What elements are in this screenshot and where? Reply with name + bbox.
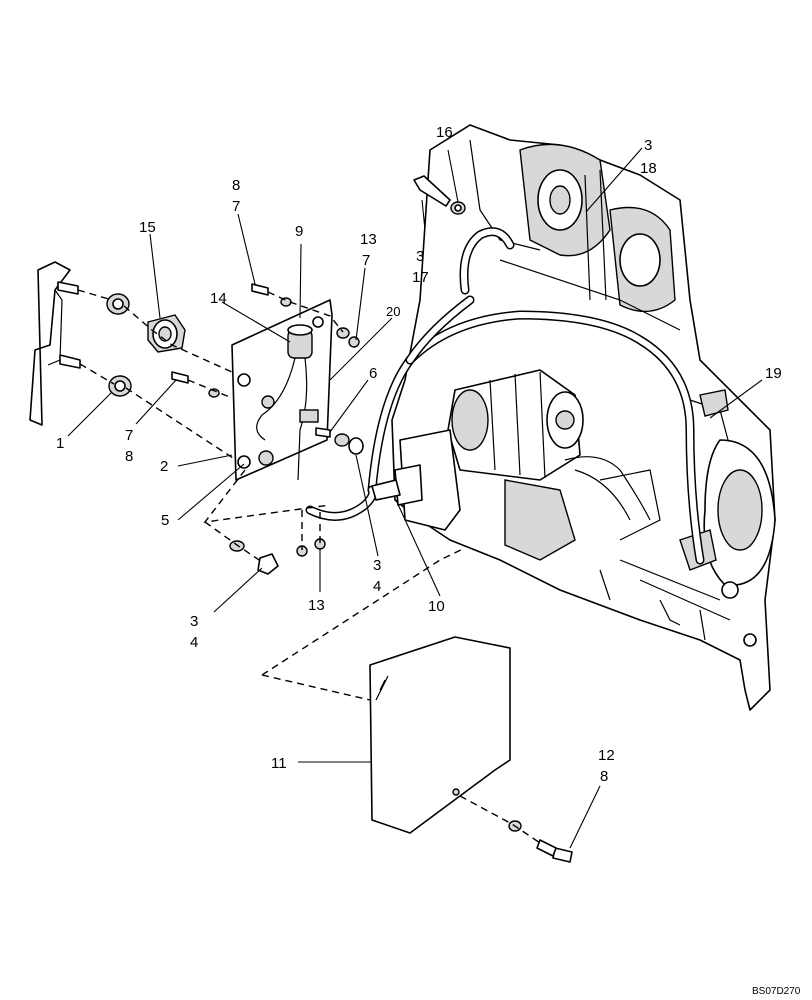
assembly-lines (77, 289, 541, 844)
callout-1: 1 (56, 435, 64, 452)
callout-6: 6 (369, 365, 377, 382)
callout-18: 18 (640, 160, 657, 177)
callout-17: 17 (412, 269, 429, 286)
relay-switch (147, 314, 186, 353)
callout-8: 8 (232, 177, 240, 194)
drawing-reference: BS07D270 (752, 986, 801, 997)
callout-4: 4 (190, 634, 198, 651)
callout-3: 3 (644, 137, 652, 154)
callout-19: 19 (765, 365, 782, 382)
callout-2: 2 (160, 458, 168, 475)
callout-3: 3 (373, 557, 381, 574)
cover-plate (369, 636, 511, 834)
callout-13: 13 (308, 597, 325, 614)
isolator-mounts (106, 293, 132, 397)
callout-3: 3 (190, 613, 198, 630)
leader-lines (67, 147, 763, 849)
callout-9: 9 (295, 223, 303, 240)
bracket-bolts (57, 281, 81, 369)
callout-11: 11 (271, 755, 287, 772)
callout-7: 7 (362, 252, 370, 269)
wiring-harness (305, 227, 705, 565)
callout-10: 10 (428, 598, 445, 615)
callout-15: 15 (139, 219, 156, 236)
callouts: 16 3 18 8 7 9 13 7 15 3 17 14 20 6 19 1 … (56, 124, 801, 997)
callout-8: 8 (600, 768, 608, 785)
callout-4: 4 (373, 578, 381, 595)
callout-3: 3 (416, 248, 424, 265)
callout-5: 5 (161, 512, 169, 529)
callout-13: 13 (360, 231, 377, 248)
callout-12: 12 (598, 747, 615, 764)
callout-7: 7 (125, 427, 133, 444)
mounting-plate (231, 299, 333, 481)
left-bracket (29, 261, 71, 426)
hardware (171, 175, 573, 863)
callout-7: 7 (232, 198, 240, 215)
callout-20: 20 (386, 304, 400, 319)
callout-14: 14 (210, 290, 227, 307)
engine-assembly (391, 124, 776, 711)
callout-16: 16 (436, 124, 453, 141)
callout-8: 8 (125, 448, 133, 465)
